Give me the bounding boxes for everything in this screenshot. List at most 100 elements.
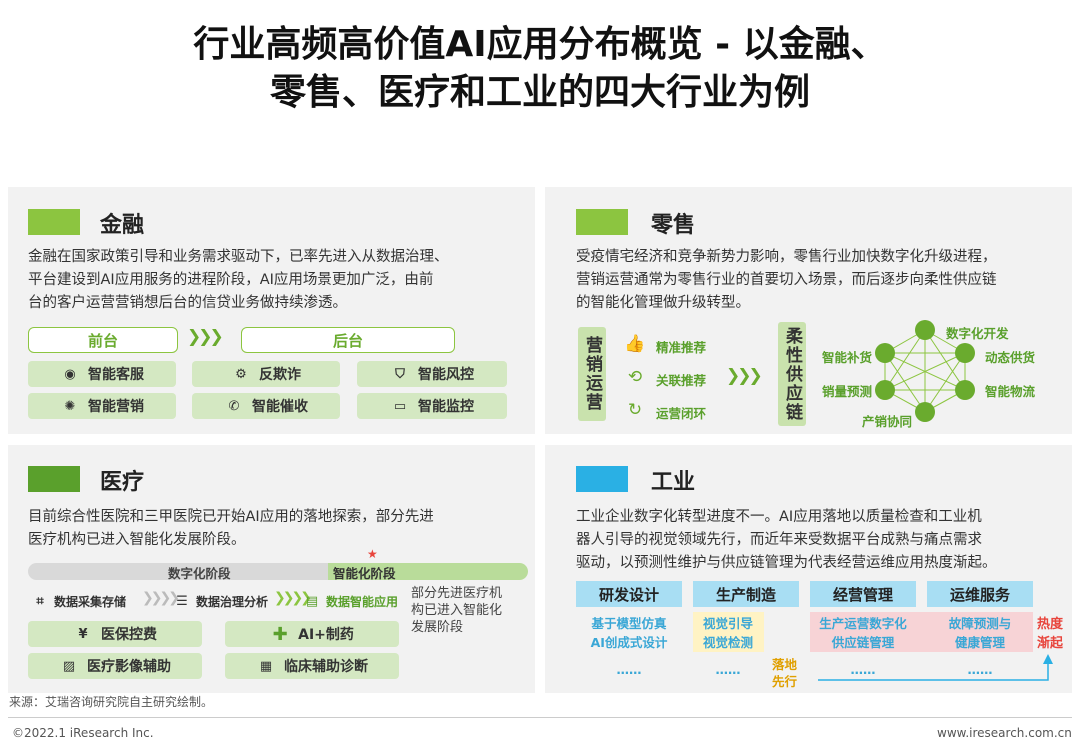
- industry-text-line: 工业企业数字化转型进度不一。AI应用落地以质量检查和工业机: [576, 509, 982, 525]
- node-icon: [915, 320, 935, 340]
- page-title-line1: 行业高频高价值AI应用分布概览 - 以金融、: [193, 24, 887, 65]
- finance-title: 金融: [100, 213, 145, 238]
- industry-heat-line: 渐起: [1037, 636, 1064, 651]
- medical-item-imaging: ▨医疗影像辅助: [28, 653, 202, 679]
- finance-item-label: 智能监控: [418, 399, 474, 415]
- medical-step-label: 数据治理分析: [196, 594, 269, 609]
- shield-hand-icon: ⛉: [395, 366, 405, 382]
- finance-text-line: 平台建设到AI应用服务的进程阶段，AI应用场景更加广泛，由前: [28, 272, 434, 288]
- finance-item-risk-control: ⛉ 智能风控: [357, 361, 507, 387]
- node-icon: [875, 343, 895, 363]
- node-icon: [915, 402, 935, 422]
- industry-first-label: 落地 先行: [772, 656, 797, 690]
- retail-description: 受疫情宅经济和竞争新势力影响，零售行业加快数字化升级进程， 营销运营通常为零售行…: [576, 246, 1066, 315]
- industry-col-items: 视觉引导 视觉检测 ……: [688, 614, 768, 679]
- medical-note-line: 构已进入智能化: [411, 603, 503, 618]
- star-icon: ★: [367, 547, 378, 561]
- retail-node-label: 数字化开发: [946, 326, 1009, 341]
- medical-stage2: 智能化阶段: [333, 566, 396, 581]
- medical-text-line: 目前综合性医院和三甲医院已开始AI应用的落地探索，部分先进: [28, 509, 434, 525]
- industry-item: AI创成式设计: [590, 635, 668, 650]
- retail-title: 零售: [651, 213, 696, 238]
- medical-title: 医疗: [100, 470, 145, 495]
- retail-supply-chain-box: 柔性供应链: [778, 322, 806, 426]
- image-icon: ▨: [62, 658, 76, 674]
- cycle-icon: ↻: [627, 400, 643, 420]
- monitor-icon: ▭: [393, 398, 407, 414]
- medical-note-line: 部分先进医疗机: [411, 586, 503, 601]
- finance-item-label: 智能风控: [418, 367, 474, 383]
- industry-column-head: 经营管理: [810, 581, 916, 607]
- retail-node-label: 智能物流: [985, 384, 1036, 399]
- industry-color-bar: [576, 466, 628, 492]
- operations-highlight: [810, 612, 1033, 652]
- medical-item-label: 医保控费: [101, 627, 157, 643]
- finance-item-label: 智能催收: [252, 399, 308, 415]
- medical-stage-bar: [28, 563, 528, 580]
- industry-col-items: 生产运营数字化 供应链管理 ……: [810, 614, 916, 679]
- page-title-line2: 零售、医疗和工业的四大行业为例: [269, 72, 810, 113]
- medical-note-line: 发展阶段: [411, 620, 464, 635]
- footer-divider: [8, 717, 1072, 718]
- retail-node-label: 动态供货: [985, 350, 1036, 365]
- industry-item: 生产运营数字化: [819, 616, 907, 631]
- finance-arrow-icon: ❯❯❯: [187, 327, 224, 347]
- finance-item-label: 智能营销: [88, 399, 144, 415]
- industry-description: 工业企业数字化转型进度不一。AI应用落地以质量检查和工业机 器人引导的视觉领域先…: [576, 506, 1066, 575]
- document-icon: ▤: [305, 593, 319, 609]
- medical-note: 部分先进医疗机 构已进入智能化 发展阶段: [411, 585, 502, 636]
- headset-icon: ◉: [64, 366, 76, 382]
- industry-heat-label: 热度 渐起: [1037, 615, 1063, 653]
- gears-icon: ⚙: [235, 366, 247, 382]
- industry-item: 基于模型仿真: [591, 616, 667, 631]
- industry-col-items: 故障预测与 健康管理 ……: [927, 614, 1033, 679]
- medical-description: 目前综合性医院和三甲医院已开始AI应用的落地探索，部分先进 医疗机构已进入智能化…: [28, 506, 528, 552]
- phone-icon: ✆: [228, 398, 240, 414]
- finance-item-label: 智能客服: [88, 367, 144, 383]
- industry-trend-arrow: [818, 654, 1053, 681]
- industry-more: ……: [715, 662, 741, 677]
- medical-step: ▤ 数据智能应用: [302, 591, 398, 611]
- cross-icon: ✚: [272, 623, 288, 645]
- retail-color-bar: [576, 209, 628, 235]
- retail-marketing-box: 营销运营: [578, 327, 606, 421]
- medical-item-diagnosis: ▦临床辅助诊断: [225, 653, 399, 679]
- retail-left-item: 关联推荐: [656, 373, 707, 388]
- step-arrow-icon: ❯❯❯❯: [142, 590, 180, 606]
- industry-item: 视觉引导: [702, 616, 753, 631]
- retail-node-label: 销量预测: [822, 384, 873, 399]
- medical-step-label: 数据采集存储: [54, 594, 127, 609]
- share-icon: ⟲: [627, 367, 643, 387]
- finance-text-line: 台的客户运营营销想后台的信贷业务做持续渗透。: [28, 295, 347, 311]
- retail-arrow-icon: ❯❯❯: [726, 366, 763, 386]
- medical-step-label: 数据智能应用: [326, 594, 399, 609]
- node-icon: [875, 380, 895, 400]
- scan-icon: ⌗: [36, 593, 44, 609]
- retail-node-label: 产销协同: [862, 414, 913, 429]
- finance-back-box: 后台: [241, 327, 455, 353]
- clipboard-icon: ▦: [259, 658, 273, 674]
- node-icon: [955, 380, 975, 400]
- retail-text-line: 的智能化管理做升级转型。: [576, 295, 750, 311]
- network-icon: ✺: [64, 398, 76, 414]
- industry-text-line: 器人引导的视觉领域先行，而近年来受数据平台成熟与痛点需求: [576, 532, 982, 548]
- node-icon: [955, 343, 975, 363]
- retail-text-line: 营销运营通常为零售行业的首要切入场景，而后逐步向柔性供应链: [576, 272, 997, 288]
- industry-text-line: 驱动，以预测性维护与供应链管理为代表经营运维应用热度渐起。: [576, 555, 997, 571]
- footer-website: www.iresearch.com.cn: [937, 726, 1072, 740]
- finance-text-line: 金融在国家政策引导和业务需求驱动下，已率先进入从数据治理、: [28, 249, 449, 265]
- medical-item-label: AI+制药: [298, 627, 354, 643]
- medical-item-pharma: ✚ AI+制药: [225, 621, 399, 647]
- industry-first-line: 先行: [772, 674, 798, 689]
- finance-item-customer-service: ◉ 智能客服: [28, 361, 176, 387]
- finance-item-label: 反欺诈: [259, 367, 301, 383]
- production-highlight: [693, 612, 764, 652]
- footer-copyright: ©2022.1 iResearch Inc.: [12, 726, 154, 740]
- industry-more: ……: [616, 662, 642, 677]
- industry-title: 工业: [651, 470, 696, 495]
- retail-panel: [545, 187, 1072, 434]
- yen-icon: ¥: [78, 626, 88, 642]
- finance-front-box: 前台: [28, 327, 178, 353]
- medical-item-insurance: ¥ 医保控费: [28, 621, 202, 647]
- industry-item: 供应链管理: [831, 635, 895, 650]
